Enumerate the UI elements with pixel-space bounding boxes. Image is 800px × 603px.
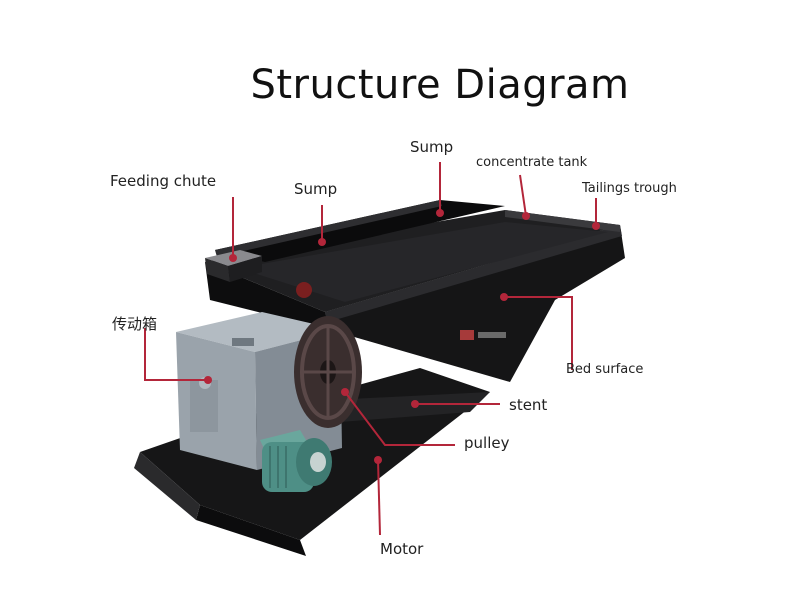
- label-sump-left: Sump: [294, 180, 338, 198]
- leader-pulley: [344, 391, 455, 446]
- label-transmission-box: 传动箱: [112, 315, 158, 333]
- motor: [260, 430, 332, 492]
- label-motor: Motor: [380, 540, 424, 558]
- diagram-title: Structure Diagram: [250, 62, 630, 108]
- label-pulley: pulley: [464, 434, 510, 452]
- leader-transmission-box: [144, 328, 208, 381]
- pulley: [294, 316, 362, 428]
- valve-wheel: [296, 282, 312, 298]
- label-stent: stent: [509, 396, 548, 414]
- sump-channel: [215, 200, 505, 262]
- label-feeding-chute: Feeding chute: [110, 172, 217, 190]
- label-concentrate-tank: concentrate tank: [476, 155, 588, 170]
- leader-bed-surface: [504, 296, 573, 370]
- label-bed-surface: Bed surface: [566, 362, 644, 377]
- leader-dots: [204, 209, 600, 464]
- label-sump-top: Sump: [410, 138, 454, 156]
- label-tailings-trough: Tailings trough: [582, 181, 677, 196]
- leader-concentrate-tank: [519, 174, 527, 217]
- leader-lines: [144, 162, 597, 536]
- leader-motor: [377, 459, 381, 536]
